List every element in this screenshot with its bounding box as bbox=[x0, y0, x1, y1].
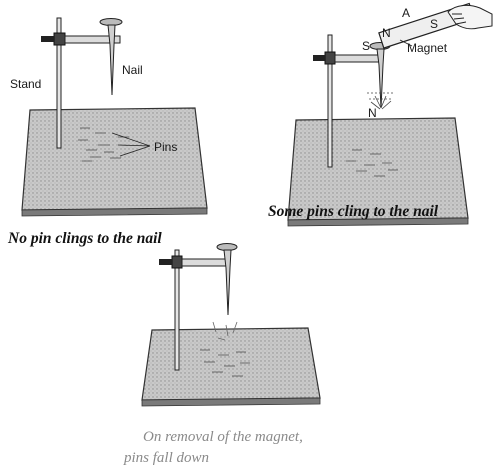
pins-pointer-lines bbox=[111, 132, 151, 157]
clamp-screw bbox=[41, 36, 54, 42]
label-magnet-s: S bbox=[430, 17, 438, 31]
base-board-edge bbox=[21, 207, 208, 217]
nail-head bbox=[99, 18, 123, 26]
pins-group bbox=[78, 127, 129, 162]
nail bbox=[376, 48, 385, 109]
label-n-tip: N bbox=[368, 106, 377, 120]
clamp bbox=[324, 51, 336, 65]
base-board-edge bbox=[287, 217, 469, 227]
label-magnet: Magnet bbox=[407, 41, 448, 55]
base-board-edge bbox=[141, 397, 321, 407]
nail bbox=[107, 24, 116, 96]
pins-group bbox=[200, 349, 250, 377]
caption-figure-2-visible: Some pins cling to the nail bbox=[268, 203, 439, 220]
figure-1: Stand Nail Pins No pin clings to the nai… bbox=[7, 17, 208, 247]
stand-arm bbox=[334, 54, 384, 63]
label-pins: Pins bbox=[154, 140, 177, 154]
base-board bbox=[141, 327, 321, 401]
falling-pins bbox=[212, 321, 238, 341]
figure-2: A N S Magnet S N Some pins cling to the … bbox=[268, 2, 493, 227]
stand-rod bbox=[174, 249, 180, 371]
label-nail: Nail bbox=[122, 63, 143, 77]
clinging-pins bbox=[367, 92, 395, 110]
stand-rod bbox=[327, 34, 333, 168]
clamp-screw bbox=[159, 259, 172, 265]
hand-icon bbox=[447, 4, 493, 30]
caption-figure-3-line-1: On removal of the magnet, bbox=[143, 429, 303, 445]
stand-rod bbox=[56, 17, 62, 149]
nail bbox=[223, 249, 232, 316]
label-s-top: S bbox=[362, 39, 370, 53]
label-magnet-n: N bbox=[382, 26, 391, 40]
clamp bbox=[171, 255, 183, 269]
pins-group bbox=[346, 149, 398, 177]
caption-figure-3-line-2: pins fall down bbox=[123, 450, 209, 466]
clamp bbox=[53, 32, 66, 46]
stand-arm bbox=[181, 258, 231, 267]
nail-head bbox=[216, 243, 238, 251]
stand-arm bbox=[64, 35, 121, 44]
label-magnet-a: A bbox=[402, 6, 410, 20]
magnet-pointer-line bbox=[399, 39, 413, 47]
base-board bbox=[21, 107, 208, 211]
label-stand: Stand bbox=[10, 77, 41, 91]
figure-3: On removal of the magnet, pins fall down bbox=[123, 243, 321, 466]
caption-figure-1: No pin clings to the nail bbox=[7, 230, 162, 247]
clamp-screw bbox=[313, 55, 325, 61]
